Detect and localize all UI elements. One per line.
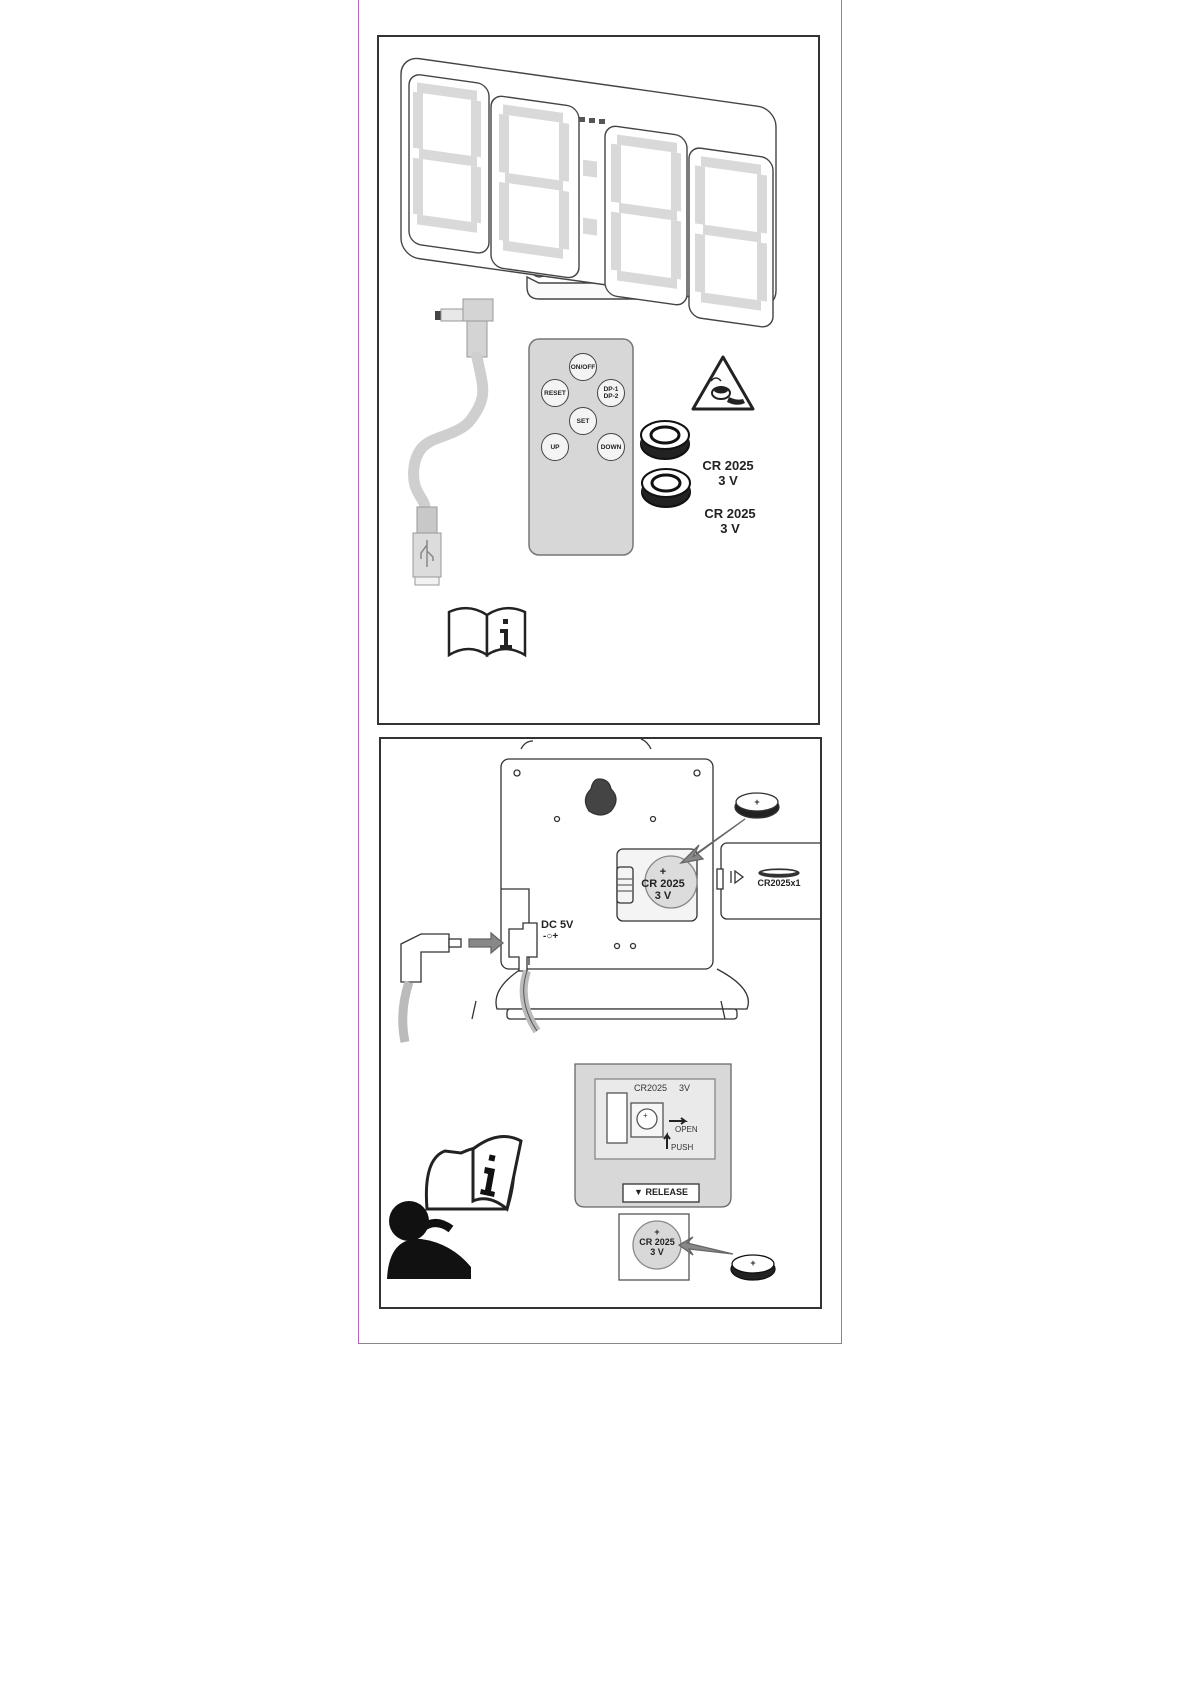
remote-down-button: DOWN	[597, 433, 625, 461]
door-label: CR2025x1	[747, 878, 811, 888]
push-label: PUSH	[671, 1143, 693, 1152]
usb-cable-illustration	[413, 299, 493, 585]
remote-dp2-label: DP-2	[604, 393, 619, 400]
clock-battery-voltage: 3 V	[635, 890, 691, 902]
clock-back-illustration	[401, 739, 822, 1042]
remote-on-off-button: ON/OFF	[569, 353, 597, 381]
remote-set-label: SET	[577, 418, 590, 425]
clock-coin-plus: +	[743, 797, 771, 807]
contents-illustration	[379, 37, 820, 725]
battery-1-model: CR 2025	[697, 458, 759, 473]
tray-model: CR 2025	[631, 1237, 683, 1247]
battery-1-label: CR 2025 3 V	[697, 458, 759, 488]
tray-voltage: 3 V	[631, 1247, 683, 1257]
tray-plus: +	[631, 1227, 683, 1237]
remote-dp1-label: DP-1	[604, 386, 619, 393]
battery-1-voltage: 3 V	[697, 473, 759, 488]
remote-coin-plus: +	[741, 1258, 765, 1268]
installation-panel: + CR 2025 3 V + CR2025x1 DC 5V -○+ CR202…	[379, 737, 822, 1309]
cover-model-label: CR2025	[634, 1083, 667, 1093]
battery-2-label: CR 2025 3 V	[699, 506, 761, 536]
remote-reset-button: RESET	[541, 379, 569, 407]
remote-up-button: UP	[541, 433, 569, 461]
remote-up-label: UP	[550, 444, 559, 451]
coin-battery-1-illustration	[641, 421, 689, 459]
remote-down-label: DOWN	[601, 444, 622, 451]
coin-battery-warning-icon	[693, 357, 753, 409]
dc-power-label: DC 5V	[541, 919, 581, 931]
clock-battery-label: + CR 2025 3 V	[635, 866, 691, 902]
coin-battery-2-illustration	[642, 469, 690, 507]
remote-set-button: SET	[569, 407, 597, 435]
tray-battery-label: + CR 2025 3 V	[631, 1227, 683, 1257]
polarity-symbol: -○+	[543, 931, 583, 942]
remote-dp-button: DP-1 DP-2	[597, 379, 625, 407]
manual-info-icon	[449, 608, 525, 655]
installation-illustration	[381, 739, 822, 1309]
read-manual-person-icon	[387, 1137, 521, 1280]
remote-reset-label: RESET	[544, 390, 566, 397]
battery-2-voltage: 3 V	[699, 521, 761, 536]
open-label: OPEN	[675, 1125, 698, 1134]
cover-plus: +	[643, 1111, 648, 1120]
clock-battery-plus: +	[635, 866, 691, 878]
contents-panel: ON/OFF RESET DP-1 DP-2 SET UP DOWN CR 20…	[377, 35, 820, 725]
battery-2-model: CR 2025	[699, 506, 761, 521]
release-label: ▼ RELEASE	[623, 1187, 699, 1197]
clock-battery-model: CR 2025	[635, 878, 691, 890]
cover-voltage-label: 3V	[679, 1083, 690, 1093]
remote-on-off-label: ON/OFF	[571, 364, 596, 371]
